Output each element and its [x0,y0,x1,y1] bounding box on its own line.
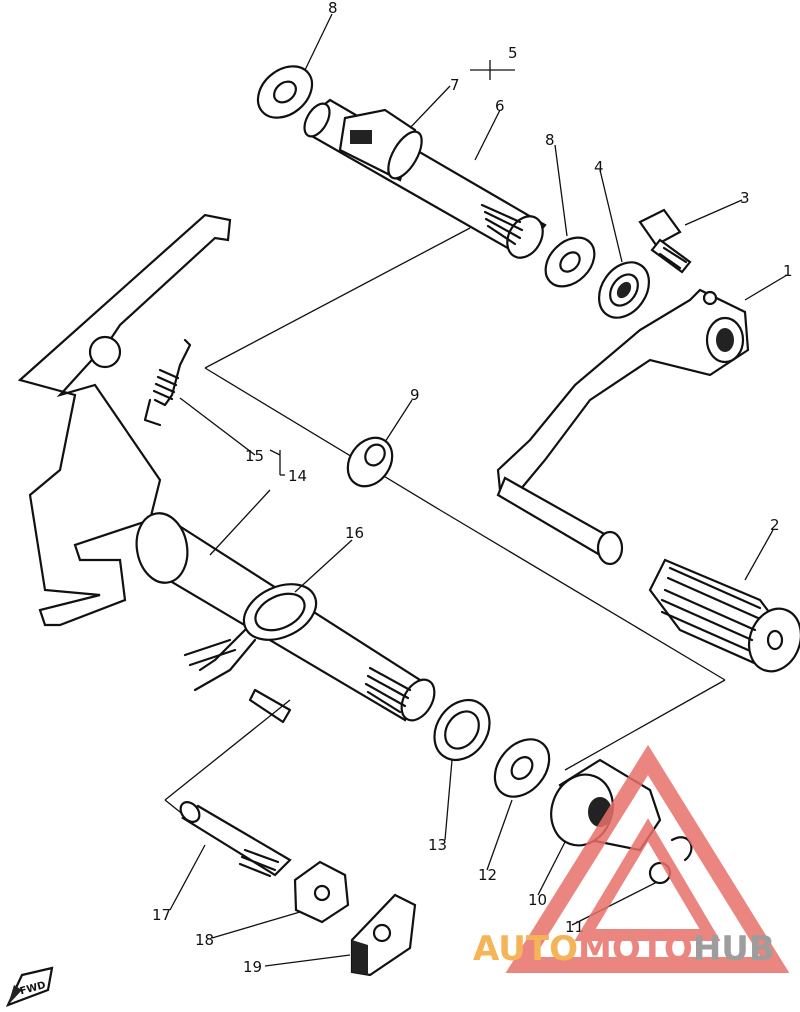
shift-lever-arm [17,213,232,627]
leader-lines [169,13,788,967]
watermark-moto: MOTO [578,929,693,969]
upper-shaft-assembly [256,65,547,259]
callout-6: 6 [495,97,505,115]
spring-15 [143,338,192,427]
shift-shaft-spline [364,666,436,722]
bolt-3 [638,208,692,274]
callout-1: 1 [783,262,793,280]
assembly-guide-lines [164,227,726,821]
clip-16 [193,583,318,692]
watermark-hub: HUB [693,929,775,969]
automotohub-watermark: AUTOMOTOHUB [473,744,790,973]
watermark-auto: AUTO [473,929,578,969]
upper-spline [480,203,544,259]
oil-seal-4 [597,261,651,319]
shift-pedal-1 [496,288,750,566]
shift-shaft-assembly [17,213,436,724]
callout-12: 12 [478,866,497,884]
callout-2: 2 [770,516,780,534]
washer-8-right [544,236,596,288]
oil-seal-13 [433,699,491,761]
callout-19: 19 [243,958,262,976]
forward-direction-badge: FWD [5,966,54,1007]
callout-5: 5 [508,44,518,62]
callout-13: 13 [428,836,447,854]
callout-16: 16 [345,524,364,542]
callout-18: 18 [195,931,214,949]
callout-14: 14 [288,467,307,485]
callout-labels: 8 5 7 6 8 4 3 1 9 15 14 2 16 13 12 10 11… [152,0,793,976]
plate-19 [350,893,417,977]
watermark-triangle-inner [574,818,721,941]
washer-12 [493,738,551,798]
callout-7: 7 [450,76,460,94]
callout-9: 9 [410,386,420,404]
pivot-bolt-17 [179,801,292,878]
collar-9 [346,436,394,488]
nut-18 [293,860,350,924]
footpeg-rubber-2 [648,558,800,673]
watermark-triangle-outer [505,744,790,973]
callout-15: 15 [245,447,264,465]
callout-17: 17 [152,906,171,924]
svg-text:AUTOMOTOHUB: AUTOMOTOHUB [473,929,775,969]
callout-11: 11 [565,918,584,936]
callout-3: 3 [740,189,750,207]
washer-8-top [256,65,314,119]
callout-4: 4 [594,158,604,176]
callout-8-right: 8 [545,131,555,149]
callout-8-top: 8 [328,0,338,17]
callout-10: 10 [528,891,547,909]
